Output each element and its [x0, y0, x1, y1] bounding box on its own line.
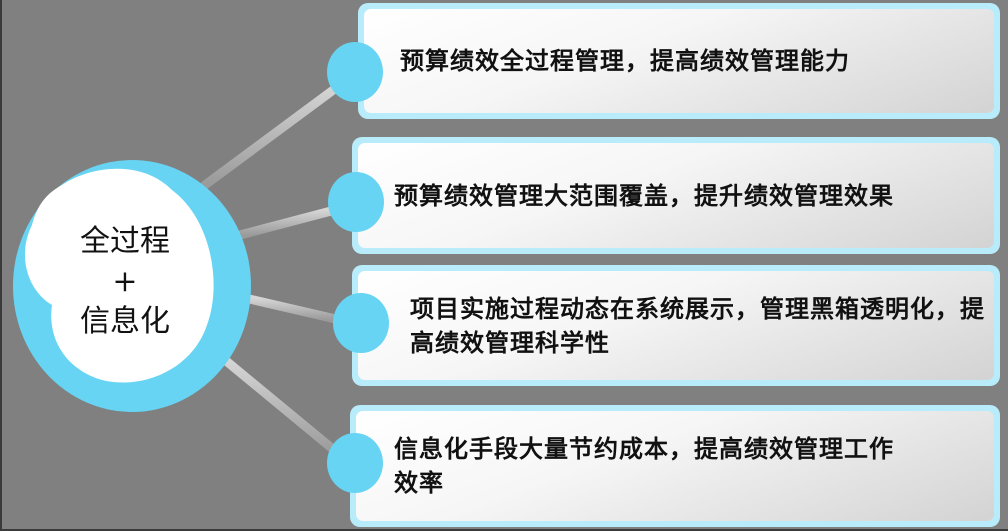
item-card-4: 信息化手段大量节约成本，提高绩效管理工作效率 — [350, 405, 1000, 527]
item-card-2-text: 预算绩效管理大范围覆盖，提升绩效管理效果 — [394, 180, 894, 210]
bullet-dot-4 — [327, 433, 383, 493]
hub-label-line3: 信息化 — [80, 304, 170, 339]
bullet-dot-1 — [327, 42, 383, 102]
hub-inner-blob — [24, 168, 214, 383]
item-card-4-text: 信息化手段大量节约成本，提高绩效管理工作效率 — [394, 434, 894, 497]
bullet-dot-2 — [328, 172, 384, 232]
hub-label: 全过程 + 信息化 — [40, 222, 210, 342]
item-card-1: 预算绩效全过程管理，提高绩效管理能力 — [358, 3, 1000, 119]
frame-left-border — [0, 0, 2, 531]
connector-1 — [200, 80, 345, 190]
hub-label-line1: 全过程 — [80, 224, 170, 259]
frame-bottom-border — [0, 529, 1008, 531]
item-card-2: 预算绩效管理大范围覆盖，提升绩效管理效果 — [352, 137, 1000, 254]
item-card-3: 项目实施过程动态在系统展示，管理黑箱透明化，提高绩效管理科学性 — [352, 265, 1000, 386]
hub-label-line2: + — [112, 264, 138, 299]
bullet-dot-3 — [333, 293, 389, 353]
connector-4 — [220, 355, 345, 460]
connector-3 — [240, 293, 345, 325]
connector-2 — [235, 205, 340, 240]
item-card-3-text: 项目实施过程动态在系统展示，管理黑箱透明化，提高绩效管理科学性 — [410, 293, 985, 357]
item-card-1-text: 预算绩效全过程管理，提高绩效管理能力 — [400, 46, 850, 75]
